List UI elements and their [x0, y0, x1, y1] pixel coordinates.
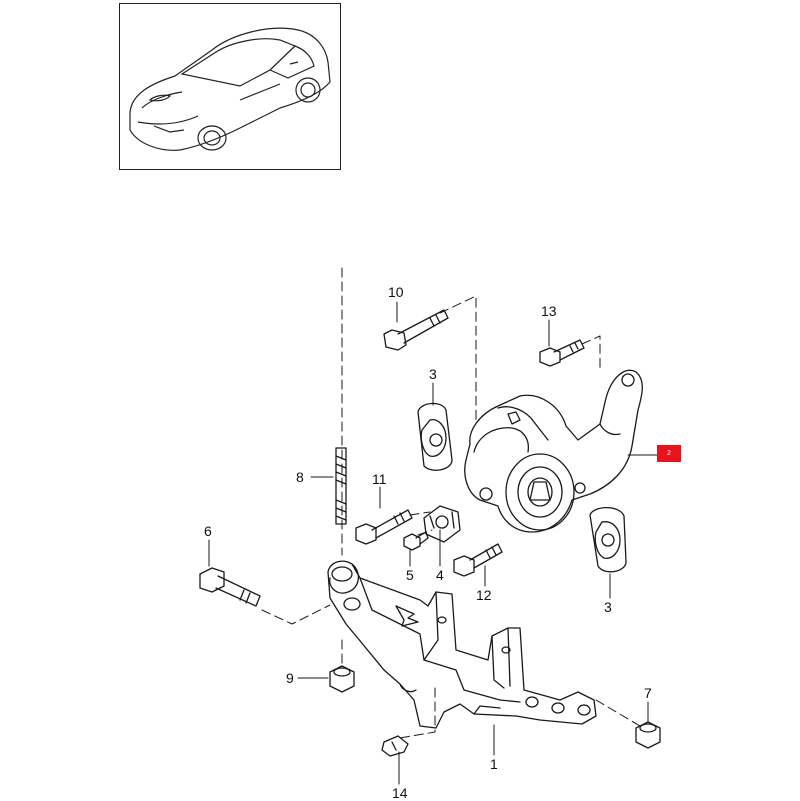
bolt-6: [199, 567, 261, 607]
callout-6: 6: [204, 523, 212, 539]
bolt-13: [539, 339, 585, 367]
washer-plate-3-top: [417, 402, 453, 471]
nut-9: [329, 665, 355, 693]
dash-line-6: [261, 604, 331, 625]
dash-line-13: [581, 335, 601, 371]
washer-plate-3-bottom: [589, 506, 627, 573]
callout-2-highlight[interactable]: 2: [657, 445, 681, 462]
bolt-11: [355, 509, 413, 545]
bolt-12: [453, 543, 503, 577]
callout-13: 13: [541, 303, 557, 319]
car-illustration: [129, 27, 331, 151]
callout-12: 12: [476, 587, 492, 603]
bolt-10: [383, 309, 449, 351]
callout-1: 1: [490, 756, 498, 772]
callout-4: 4: [436, 567, 444, 583]
dash-line-10: [439, 295, 477, 421]
nut-7: [635, 721, 661, 749]
callout-7: 7: [644, 685, 652, 701]
callout-8: 8: [296, 469, 304, 485]
callout-3-bottom: 3: [604, 599, 612, 615]
callout-5: 5: [406, 567, 414, 583]
dash-line-14: [399, 687, 436, 739]
callout-10: 10: [388, 284, 404, 300]
callout-9: 9: [286, 670, 294, 686]
bushing-4: [423, 505, 461, 543]
engine-mount-2: [464, 369, 643, 533]
dash-line-11: [409, 511, 431, 516]
clip-14: [381, 735, 409, 757]
callout-3-top: 3: [429, 366, 437, 382]
carrier-bracket-1: [327, 560, 597, 729]
bolt-5: [403, 531, 429, 551]
callout-14: 14: [392, 785, 408, 801]
dash-line-7: [595, 699, 641, 727]
vehicle-thumbnail: [119, 3, 341, 170]
callout-11: 11: [372, 471, 387, 487]
stud-8: [335, 447, 347, 525]
